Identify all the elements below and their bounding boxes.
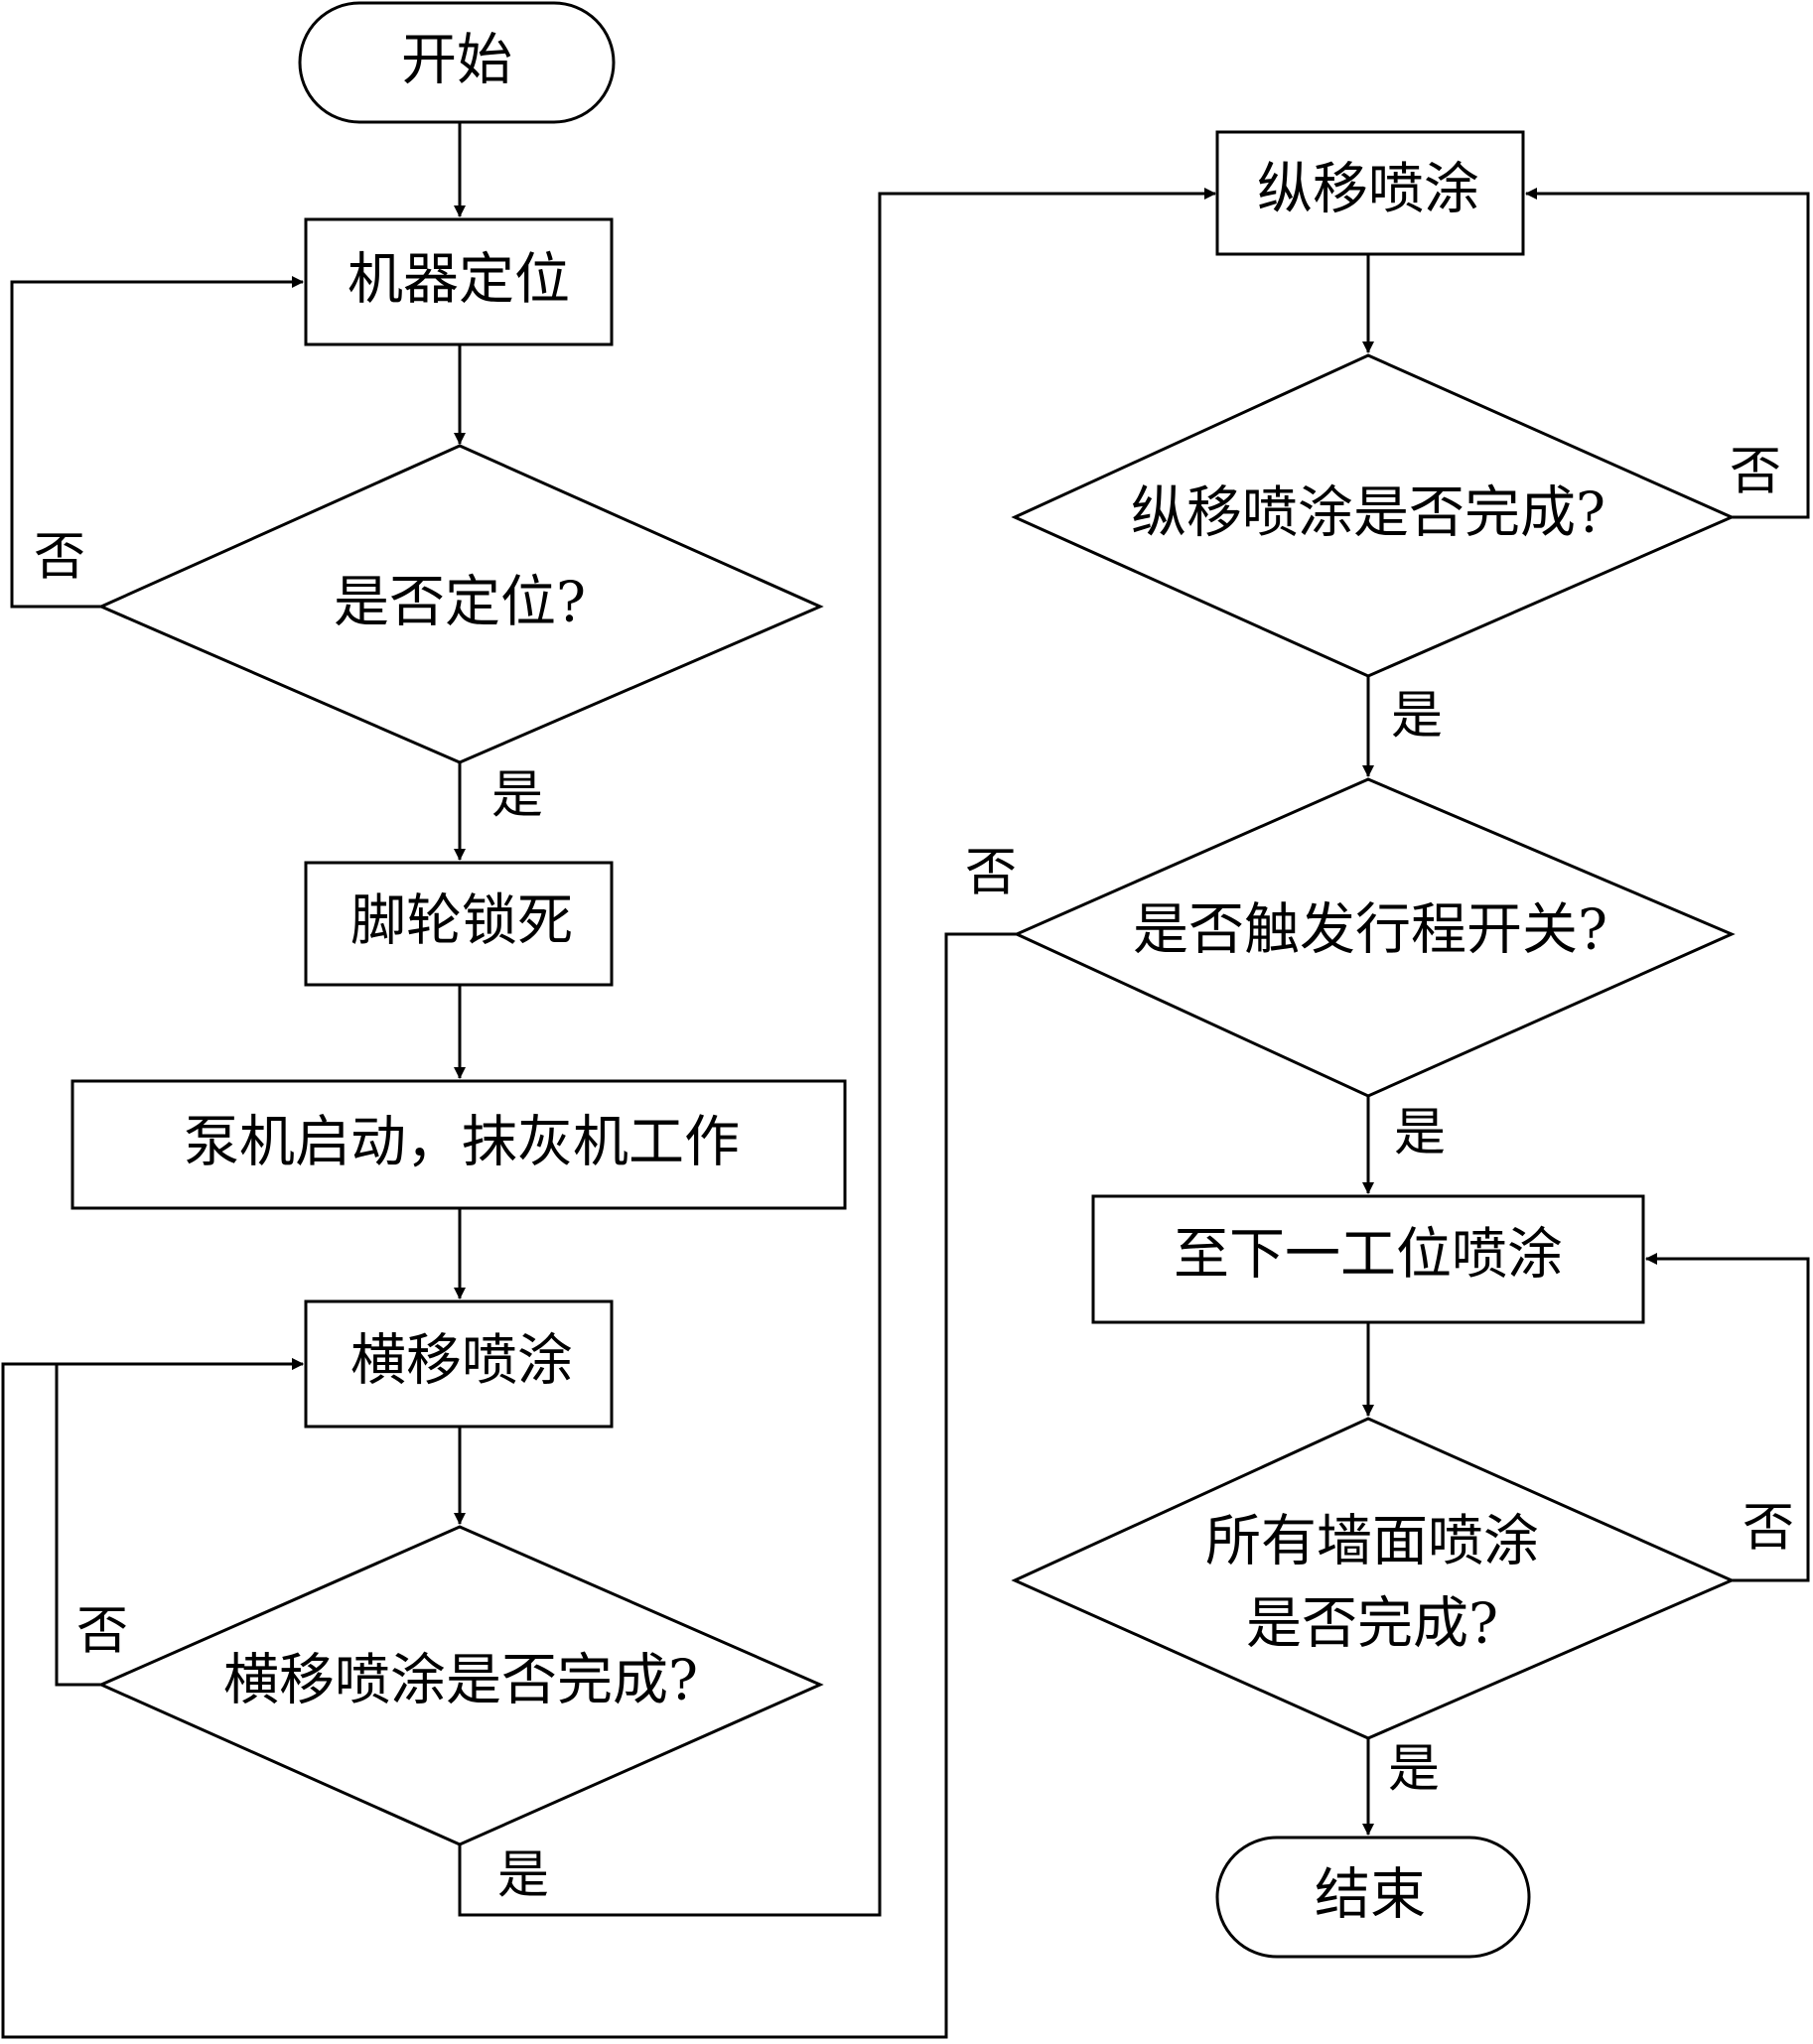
vertical-not-done-no-label: 否 bbox=[1730, 443, 1781, 502]
limit-switch-label: 是否触发行程开关? bbox=[1133, 898, 1607, 963]
next-station-label: 至下一工位喷涂 bbox=[1174, 1223, 1563, 1288]
vertical-spray-label: 纵移喷涂 bbox=[1257, 158, 1479, 222]
vertical-spray-box bbox=[1215, 130, 1525, 256]
all-walls-label-line1: 所有墙面喷涂 bbox=[1205, 1510, 1539, 1574]
all-walls-done-decision bbox=[1011, 1417, 1736, 1740]
end-label: 结束 bbox=[1315, 1863, 1426, 1928]
horizontal-spray-label: 横移喷涂 bbox=[350, 1329, 573, 1394]
vertical-done-yes-label: 是 bbox=[1391, 687, 1443, 747]
positioned-yes-label: 是 bbox=[491, 766, 543, 826]
all-walls-label-line2: 是否完成? bbox=[1246, 1592, 1498, 1657]
machine-positioning-box bbox=[304, 217, 614, 346]
horizontal-done-yes-label: 是 bbox=[497, 1846, 549, 1906]
start-label: 开始 bbox=[401, 29, 512, 93]
all-walls-done-yes-label: 是 bbox=[1388, 1740, 1440, 1800]
pump-start-label: 泵机启动，抹灰机工作 bbox=[184, 1111, 740, 1175]
edge-all-walls-not-done-loop bbox=[1645, 1253, 1810, 1582]
limit-switch-yes-label: 是 bbox=[1394, 1104, 1446, 1163]
next-station-box bbox=[1091, 1194, 1645, 1324]
edge-limit-switch-no-loop bbox=[1, 932, 1017, 2039]
edge-horizontal-done-yes bbox=[458, 188, 1216, 1917]
edge-not-positioned-loop bbox=[10, 276, 304, 609]
not-positioned-no-label: 否 bbox=[34, 528, 85, 588]
start-terminal bbox=[298, 1, 616, 124]
caster-lock-label: 脚轮锁死 bbox=[350, 889, 573, 954]
machine-positioning-label: 机器定位 bbox=[348, 248, 570, 313]
horizontal-not-done-no-label: 否 bbox=[76, 1602, 128, 1662]
horizontal-done-label: 横移喷涂是否完成? bbox=[223, 1649, 698, 1713]
is-positioned-label: 是否定位? bbox=[334, 571, 586, 635]
edge-vertical-not-done-loop bbox=[1525, 188, 1810, 519]
end-terminal bbox=[1215, 1836, 1531, 1959]
horizontal-spray-box bbox=[304, 1299, 614, 1429]
vertical-done-label: 纵移喷涂是否完成? bbox=[1131, 481, 1605, 546]
limit-switch-no-label: 否 bbox=[965, 844, 1017, 903]
all-walls-not-done-no-label: 否 bbox=[1743, 1499, 1794, 1559]
